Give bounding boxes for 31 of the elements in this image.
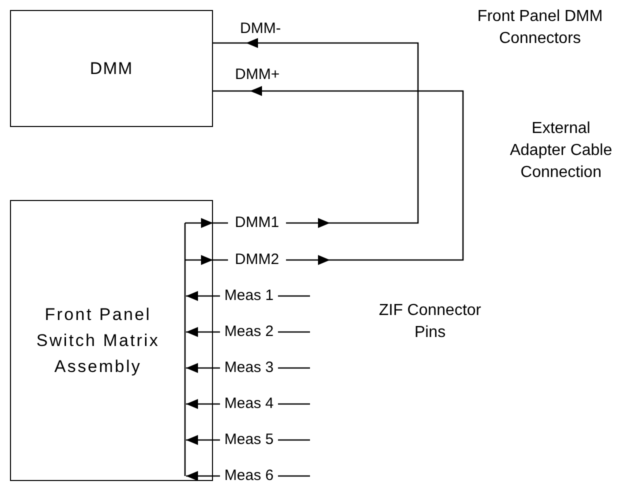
box-label: DMM (88, 58, 134, 80)
pin-label: Meas 6 (220, 466, 278, 486)
annotation-text: External Adapter Cable Connection (508, 119, 614, 183)
arrow (186, 435, 220, 445)
pin-label: Meas 2 (220, 322, 278, 342)
pin-label: Meas 4 (220, 394, 278, 414)
arrow (213, 38, 419, 224)
wire-line (278, 367, 310, 369)
arrow (186, 363, 220, 373)
wire-line (278, 403, 310, 405)
pin-label: DMM2 (228, 250, 286, 270)
pin-label: Meas 5 (220, 430, 278, 450)
arrow (186, 399, 220, 409)
wire-line (278, 475, 310, 477)
arrow (185, 255, 228, 265)
switch-matrix-box (10, 200, 213, 481)
wire-line (278, 295, 310, 297)
arrow (186, 327, 220, 337)
pin-label: DMM1 (228, 213, 286, 233)
pin-label: Meas 1 (220, 286, 278, 306)
arrow (186, 471, 220, 481)
pin-label: Meas 3 (220, 358, 278, 378)
annotation-text: ZIF Connector Pins (378, 301, 482, 343)
box-label: Front Panel Switch Matrix Assembly (35, 304, 161, 378)
wire-line (278, 331, 310, 333)
arrow (186, 291, 220, 301)
arrow (185, 218, 228, 228)
annotation-text: Front Panel DMM Connectors (476, 7, 604, 49)
wire-line (278, 439, 310, 441)
instrument-box (10, 10, 213, 127)
arrow (213, 86, 464, 261)
